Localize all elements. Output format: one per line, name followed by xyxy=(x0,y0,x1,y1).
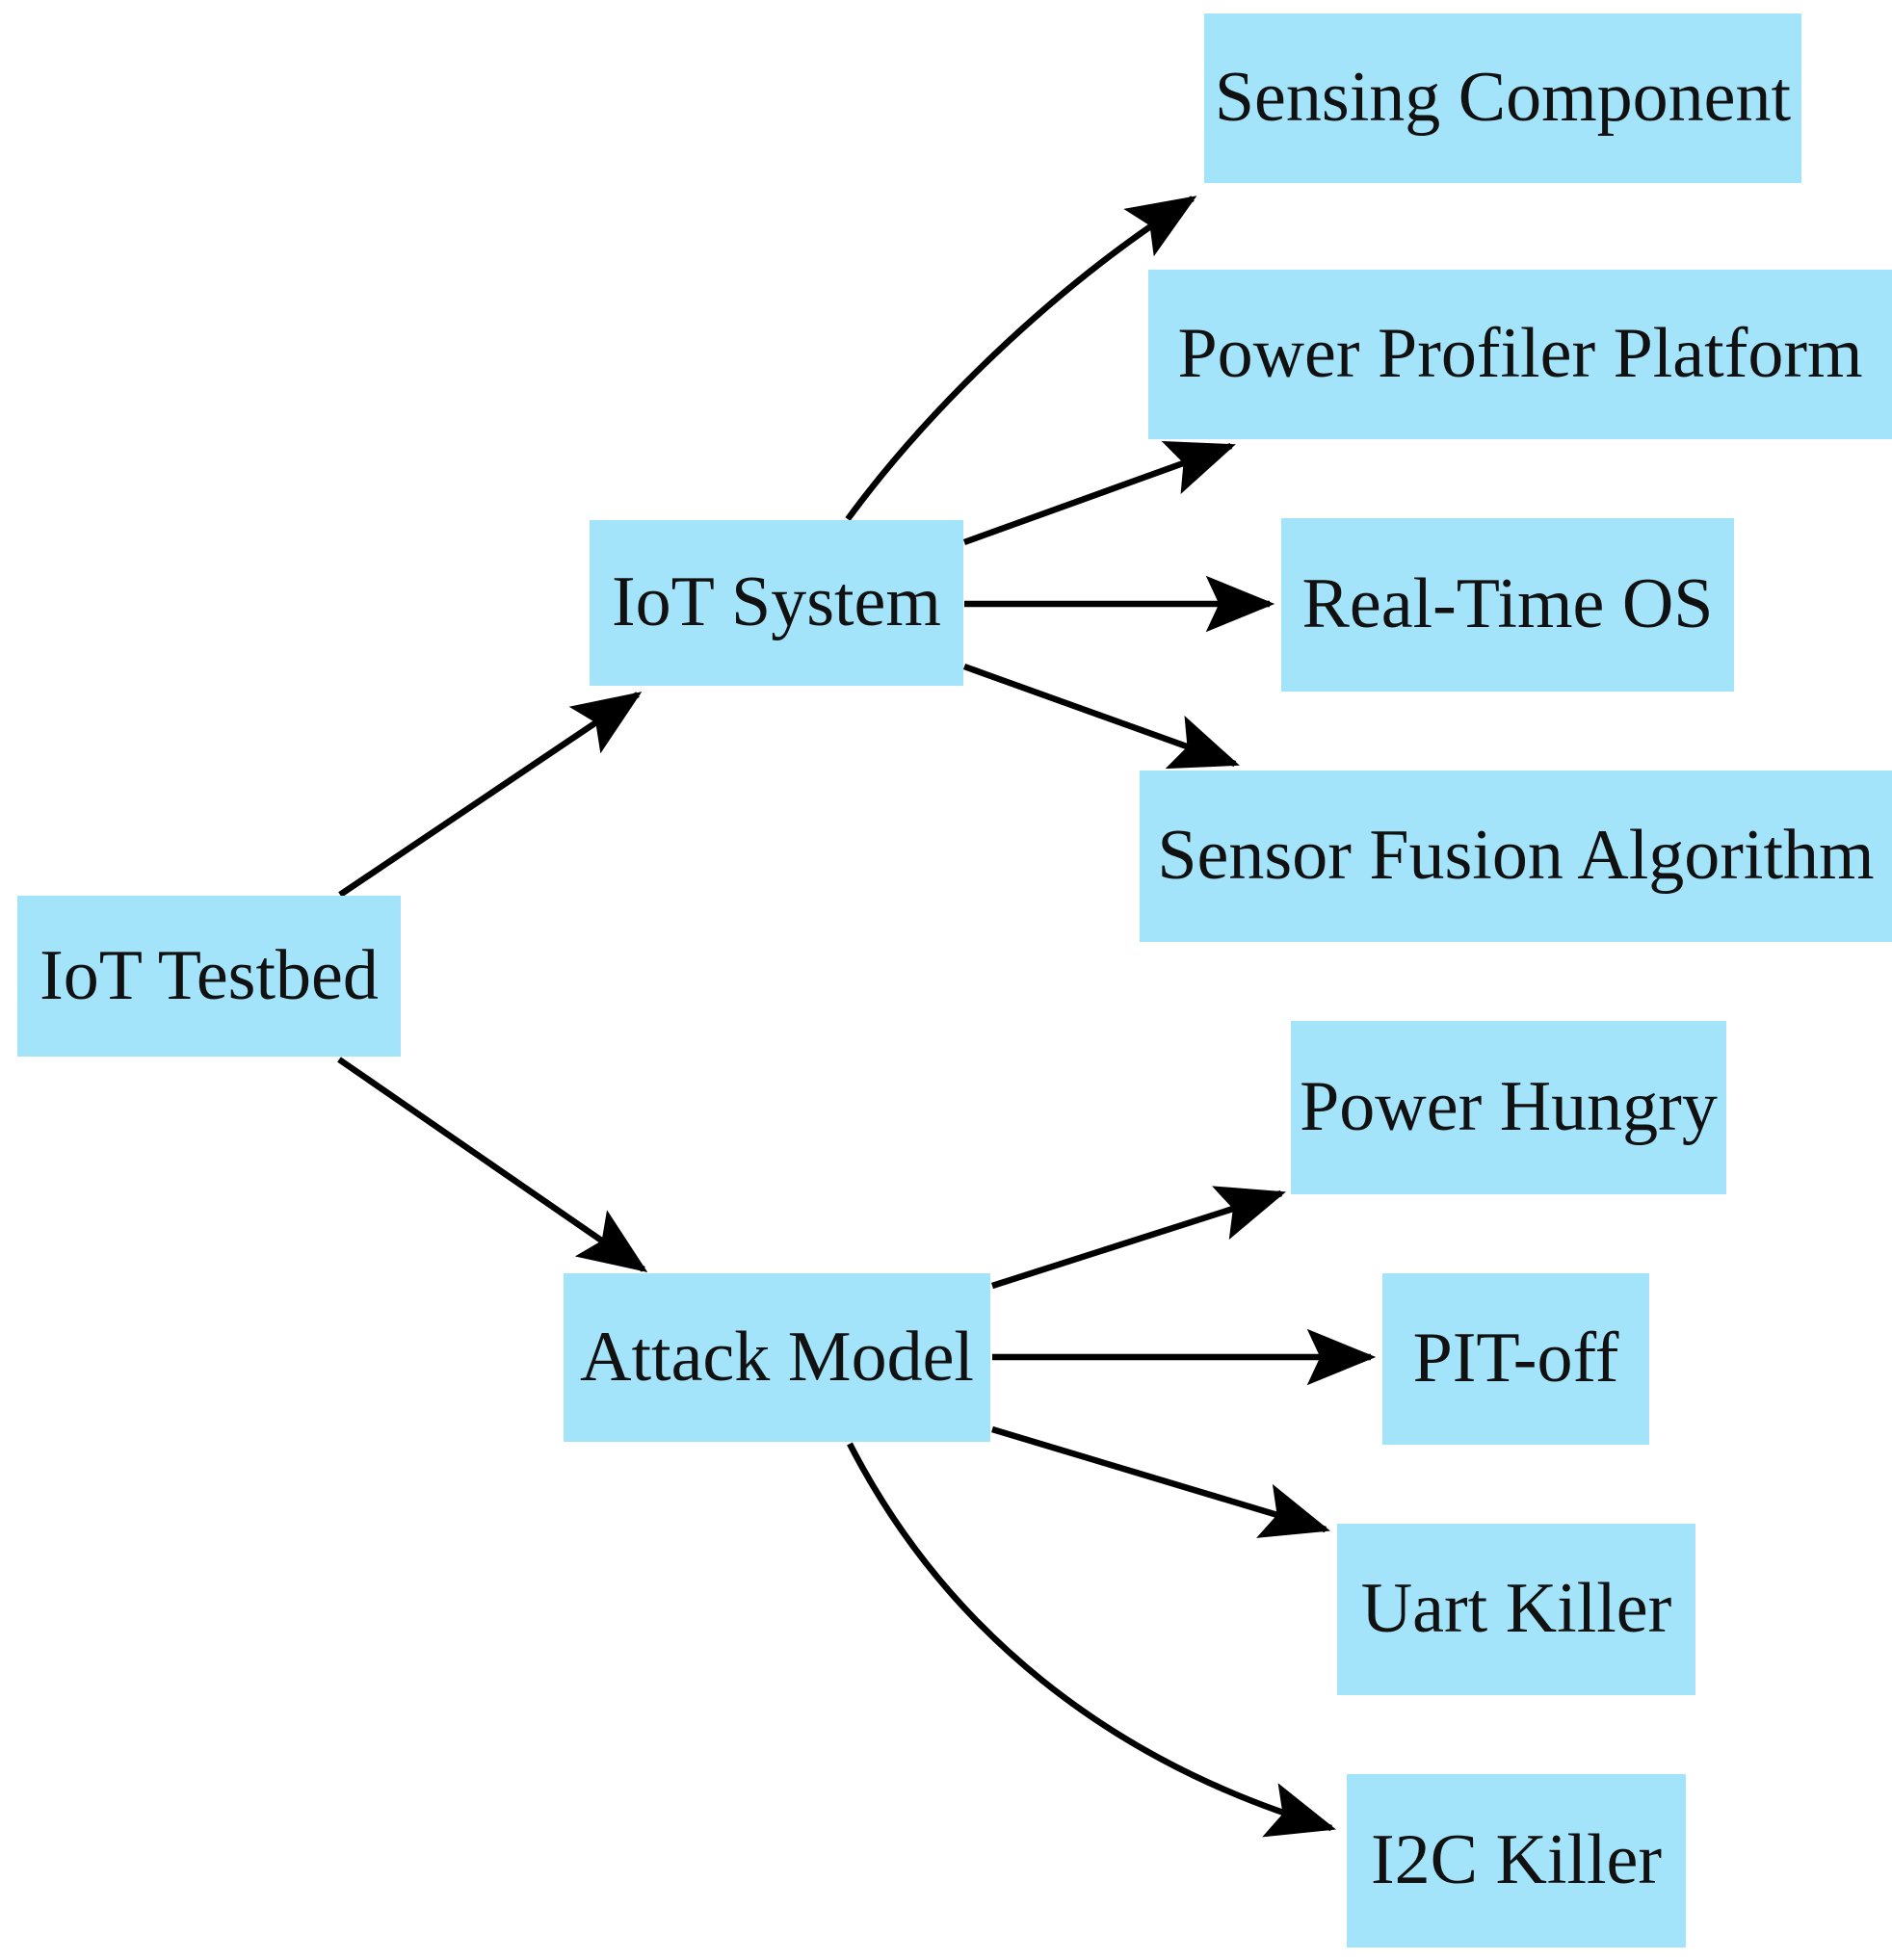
node-label-sensor-fusion-algorithm: Sensor Fusion Algorithm xyxy=(1157,816,1875,896)
edge-testbed-system xyxy=(338,692,643,898)
node-i2c-killer[interactable]: I2C Killer xyxy=(1347,1774,1686,1947)
node-sensor-fusion-algorithm[interactable]: Sensor Fusion Algorithm xyxy=(1140,771,1892,942)
edge-attack-i2ckiller xyxy=(847,1442,1336,1838)
edge-system-powerprofiler xyxy=(962,441,1236,546)
edge-system-sensing xyxy=(845,196,1197,521)
node-label-power-profiler-platform: Power Profiler Platform xyxy=(1177,314,1863,394)
node-power-profiler-platform[interactable]: Power Profiler Platform xyxy=(1148,270,1892,439)
node-label-real-time-os: Real-Time OS xyxy=(1301,564,1714,644)
node-label-i2c-killer: I2C Killer xyxy=(1370,1820,1663,1900)
edge-system-sensorfusion xyxy=(962,663,1240,770)
node-label-uart-killer: Uart Killer xyxy=(1360,1569,1672,1649)
node-label-iot-testbed: IoT Testbed xyxy=(39,935,379,1015)
node-label-iot-system: IoT System xyxy=(612,562,941,642)
node-label-pit-off: PIT-off xyxy=(1412,1319,1619,1398)
node-iot-testbed[interactable]: IoT Testbed xyxy=(17,896,401,1057)
edge-attack-uartkiller xyxy=(991,1425,1330,1538)
edge-testbed-attack xyxy=(337,1057,648,1272)
node-attack-model[interactable]: Attack Model xyxy=(564,1273,990,1442)
node-label-attack-model: Attack Model xyxy=(580,1317,974,1397)
node-real-time-os[interactable]: Real-Time OS xyxy=(1281,518,1734,692)
node-label-power-hungry: Power Hungry xyxy=(1300,1067,1718,1147)
edge-attack-powerhungry xyxy=(991,1186,1286,1290)
node-power-hungry[interactable]: Power Hungry xyxy=(1291,1021,1726,1194)
node-uart-killer[interactable]: Uart Killer xyxy=(1337,1524,1695,1695)
node-pit-off[interactable]: PIT-off xyxy=(1382,1273,1649,1445)
node-iot-system[interactable]: IoT System xyxy=(590,520,963,686)
node-sensing-component[interactable]: Sensing Component xyxy=(1204,13,1801,183)
node-label-sensing-component: Sensing Component xyxy=(1214,58,1792,138)
